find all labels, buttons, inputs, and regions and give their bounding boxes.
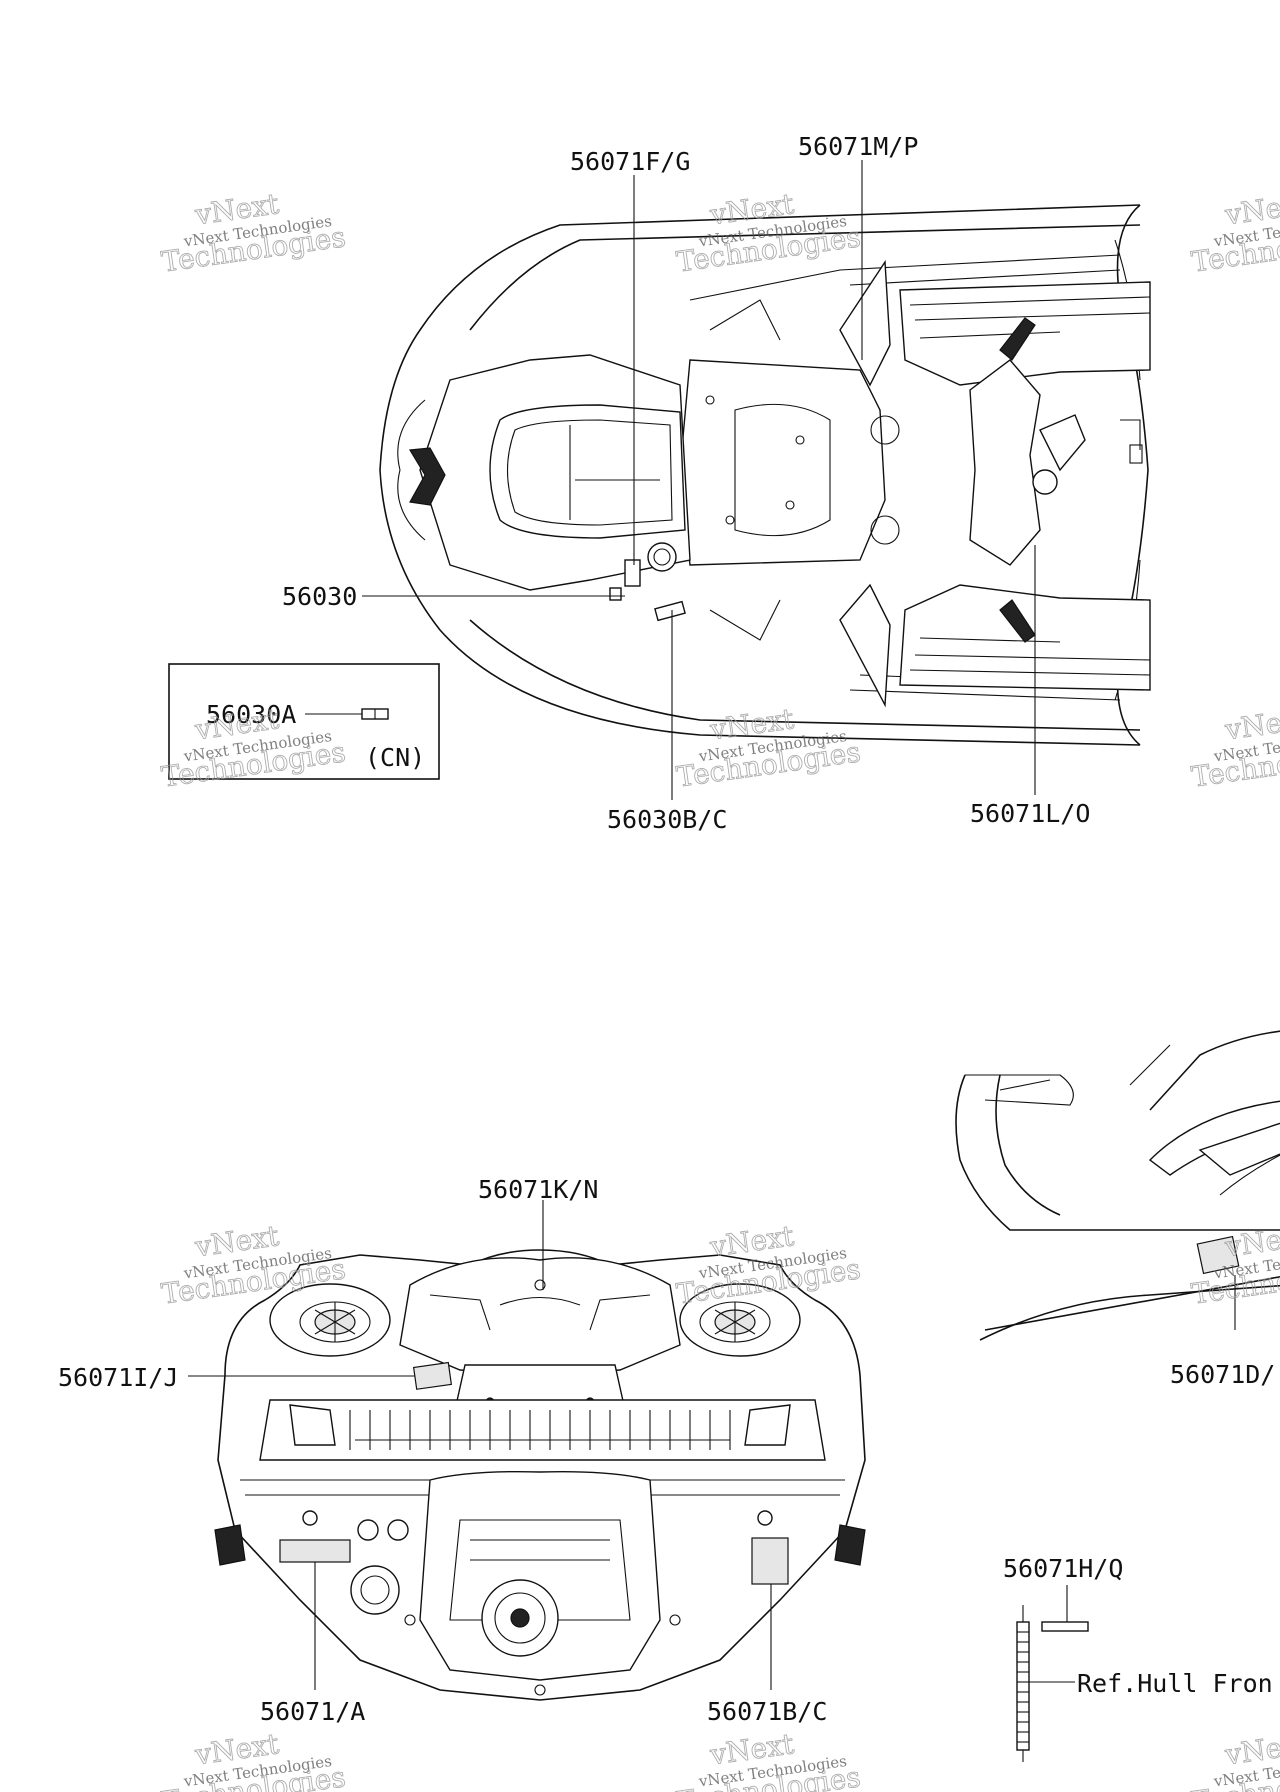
label-56030bc: 56030B/C (607, 805, 727, 834)
label-56071bc-decal (751, 1537, 789, 1585)
watermark-group: vNext vNext Technologies Technologies vN… (159, 187, 1280, 1792)
front-view-stern (214, 1249, 866, 1701)
label-56071a-decal (279, 1539, 351, 1563)
label-56030a: 56030A (206, 700, 296, 729)
watermark: vNext vNext Technologies Technologies (159, 187, 348, 280)
label-56071hq: 56071H/Q (1003, 1554, 1123, 1583)
watermark: vNext vNext Technologies Technologies (1189, 702, 1280, 795)
label-56071d: 56071D/ (1170, 1360, 1275, 1389)
top-view-deck (379, 204, 1151, 746)
ref-hull-front-detail (1016, 1585, 1089, 1762)
watermark: vNext vNext Technologies Technologies (159, 702, 348, 795)
label-56071d-decal (1196, 1235, 1240, 1275)
watermark: vNext vNext Technologies Technologies (674, 702, 863, 795)
callout-labels: 56071F/G 56071M/P 56030 56030A (CN) 5603… (58, 132, 1275, 1726)
label-56071mp: 56071M/P (798, 132, 918, 161)
watermark: vNext vNext Technologies Technologies (674, 1219, 863, 1312)
leader-lines-front (188, 1200, 772, 1690)
label-56030: 56030 (282, 582, 357, 611)
watermark: vNext vNext Technologies Technologies (1189, 187, 1280, 280)
watermark: vNext vNext Technologies Technologies (159, 1727, 348, 1792)
cn-inset-box (168, 663, 440, 780)
watermark: vNext vNext Technologies Technologies (1189, 1219, 1280, 1312)
label-56071a: 56071/A (260, 1697, 365, 1726)
watermark: vNext vNext Technologies Technologies (1189, 1727, 1280, 1792)
leader-lines-top (168, 160, 1036, 800)
label-ref-hull-front: Ref.Hull Fron (1077, 1669, 1273, 1698)
grille-slats (349, 1410, 731, 1450)
label-56071fg: 56071F/G (570, 147, 690, 176)
label-56071kn: 56071K/N (478, 1175, 598, 1204)
watermark: vNext vNext Technologies Technologies (674, 187, 863, 280)
label-cn: (CN) (365, 743, 425, 772)
label-56071bc: 56071B/C (707, 1697, 827, 1726)
watermark: vNext vNext Technologies Technologies (674, 1727, 863, 1792)
side-view-hull (955, 1030, 1280, 1341)
label-56071lo: 56071L/O (970, 799, 1090, 828)
label-56071ij: 56071I/J (58, 1363, 178, 1392)
